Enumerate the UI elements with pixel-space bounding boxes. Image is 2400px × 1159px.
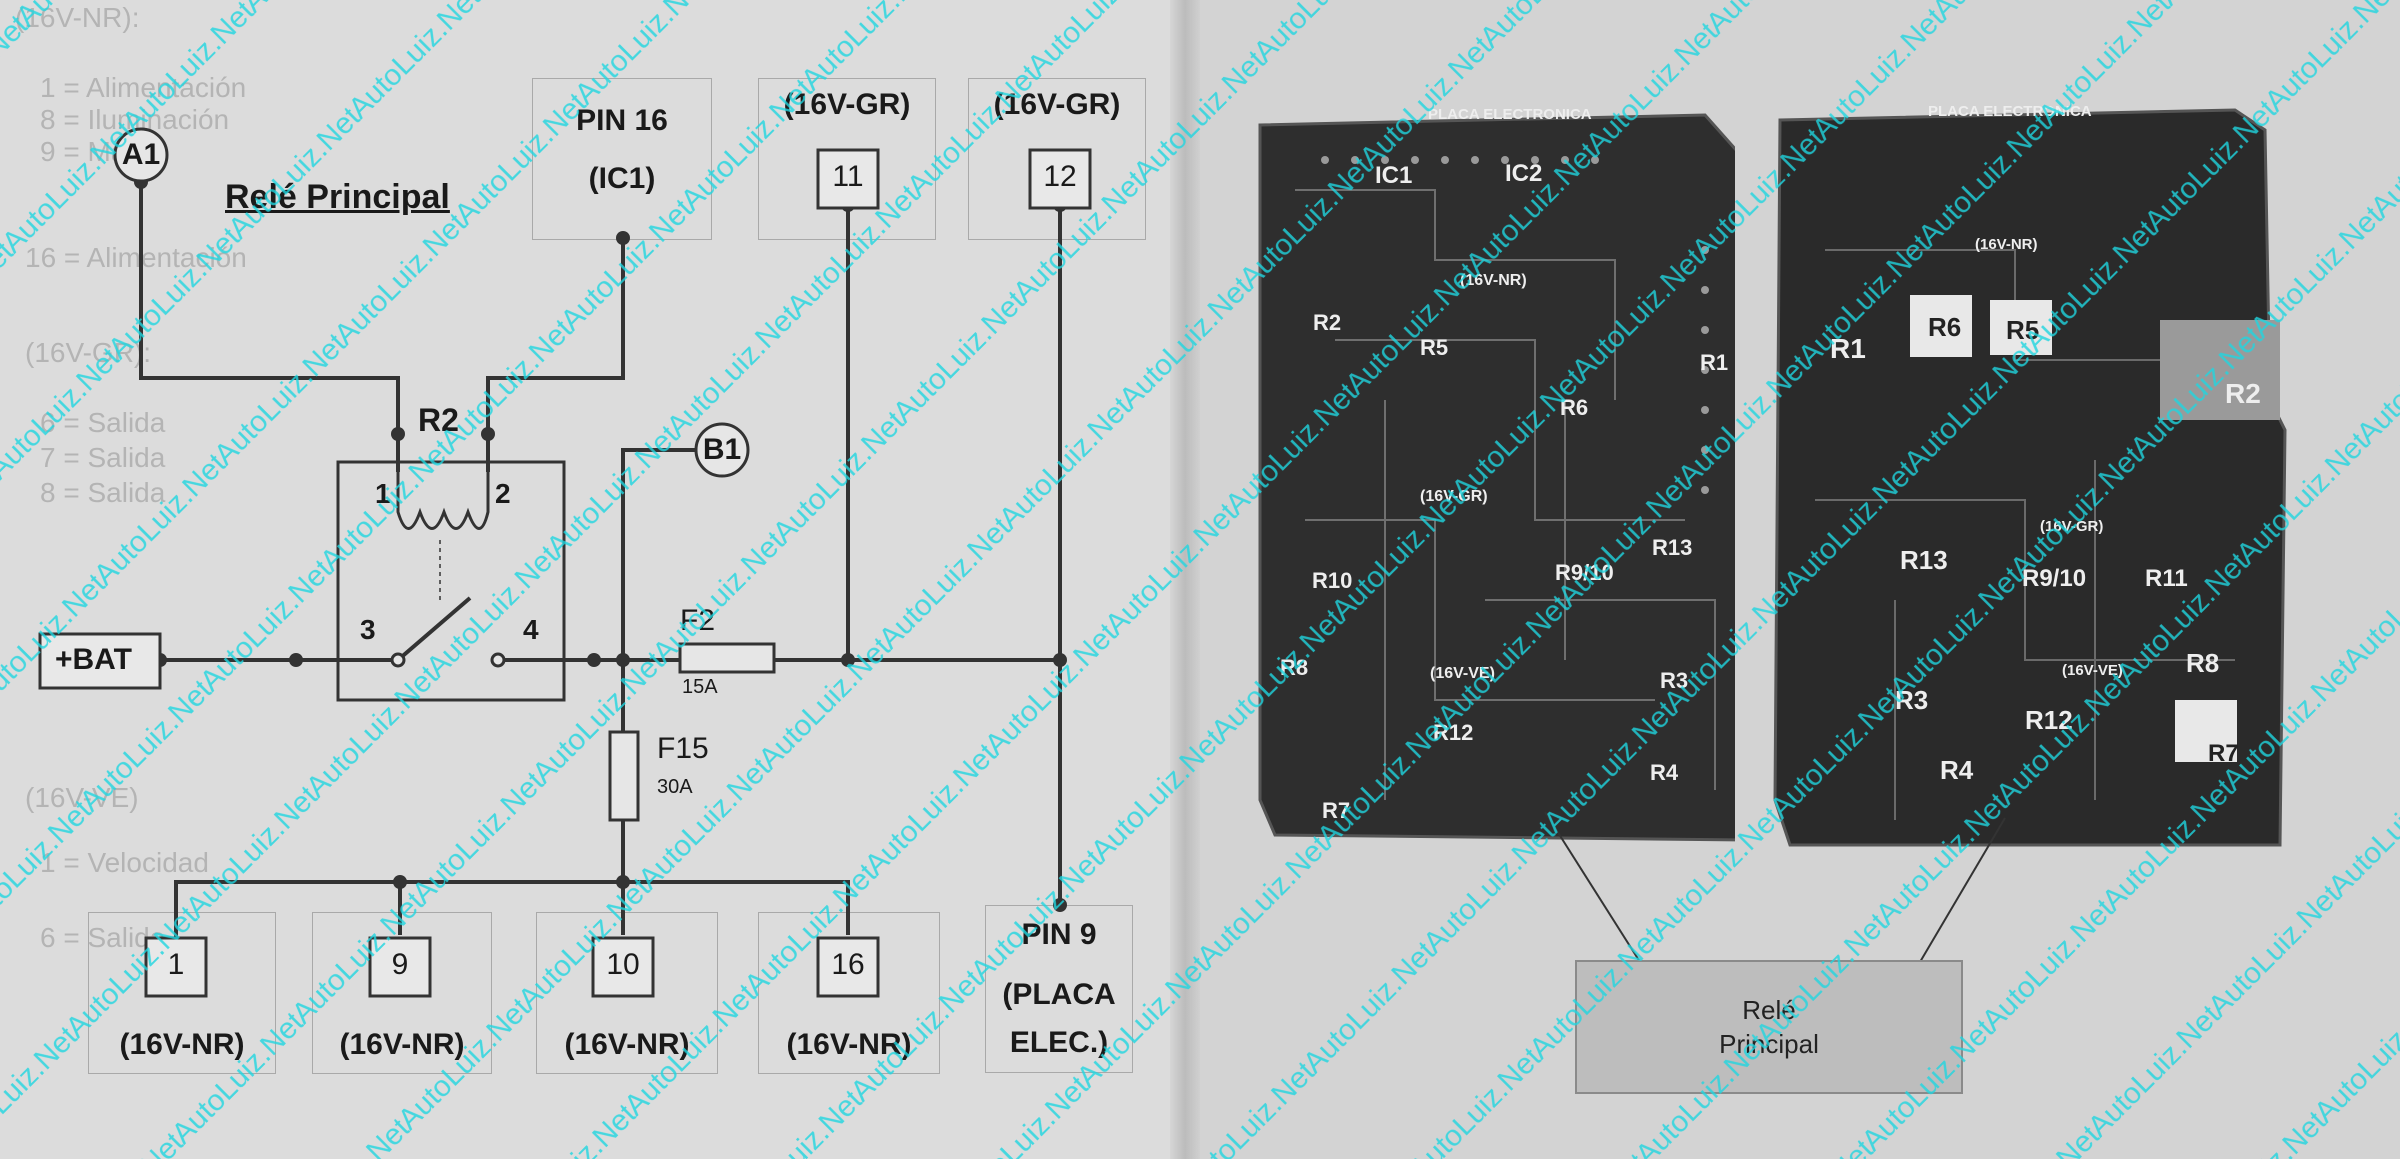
pcb-right-label: R12 <box>2025 705 2073 735</box>
pcb-right-label: R5 <box>2006 315 2040 345</box>
junction-dot <box>616 875 630 889</box>
switch-contact-icon <box>490 652 506 668</box>
pcb-left-label: IC1 <box>1375 162 1413 189</box>
fuse-f2-icon <box>678 642 776 674</box>
rele-principal-caption: Relé Principal <box>1575 960 1963 1094</box>
pcb-photo-left <box>1258 113 1735 842</box>
junction-dot <box>616 653 630 667</box>
junction-dot <box>481 427 495 441</box>
bottom-number-9: 9 <box>391 948 409 981</box>
junction-dot <box>841 653 855 667</box>
pcb-left-label: R6 <box>1560 395 1589 420</box>
pcb-left-label: R3 <box>1660 668 1689 693</box>
pcb-right-label: (16V-VE) <box>2062 662 2123 679</box>
pcb-left-label: R12 <box>1433 720 1474 745</box>
pcb-left-label: R4 <box>1650 760 1679 785</box>
relay-pin-4: 4 <box>523 614 539 645</box>
pcb-right-label: R11 <box>2145 565 2188 592</box>
pcb-right-header: PLACA ELECTRONICA <box>1928 103 2092 120</box>
fuse-f15-rating: 30A <box>657 776 693 798</box>
schematic-title: Relé Principal <box>225 178 450 216</box>
terminal-b1-label: B1 <box>702 433 742 466</box>
pin16-title: PIN 16 <box>576 104 668 137</box>
fuse-f2-rating: 15A <box>682 676 718 698</box>
pcb-left-label: R2 <box>1313 310 1342 335</box>
pcb-right-label: R3 <box>1895 685 1929 715</box>
switch-contact-icon <box>390 652 406 668</box>
pcb-left-label: R9/10 <box>1555 560 1614 585</box>
pcb-left-label: R5 <box>1420 335 1449 360</box>
relay-pin-1: 1 <box>375 478 391 509</box>
box11-number: 11 <box>832 160 864 193</box>
caption-line-1: Relé <box>1742 995 1796 1025</box>
junction-dot <box>393 875 407 889</box>
junction-dot <box>616 231 630 245</box>
bottom-label-1: (16V-NR) <box>119 1028 245 1061</box>
pcb-right-label: R6 <box>1928 312 1962 342</box>
box12-number: 12 <box>1043 160 1077 193</box>
pcb-right-label: R7 <box>2208 740 2239 767</box>
bottom-number-10: 10 <box>606 948 640 981</box>
junction-dot <box>587 653 601 667</box>
pin16-subtitle: (IC1) <box>588 162 656 195</box>
box11-title: (16V-GR) <box>783 88 911 121</box>
pcb-left-label: R1 <box>1700 350 1729 375</box>
pcb-left-label: (16V-NR) <box>1460 272 1527 289</box>
relay-pin-3: 3 <box>360 614 376 645</box>
junction-dot <box>391 427 405 441</box>
pin9-line2: (PLACA <box>1002 978 1116 1011</box>
pcb-left-label: R8 <box>1280 655 1309 680</box>
bottom-label-9: (16V-NR) <box>339 1028 465 1061</box>
pcb-right-label: R4 <box>1940 755 1974 785</box>
junction-dot <box>289 653 303 667</box>
pcb-left-label: (16V-VE) <box>1430 665 1495 682</box>
pcb-left-label: R10 <box>1312 568 1353 593</box>
pcb-right-label: (16V-NR) <box>1975 236 2038 253</box>
pcb-right-label: (16V-GR) <box>2040 518 2104 535</box>
pcb-left-label: R7 <box>1322 798 1351 823</box>
pcb-right-label: R9/10 <box>2022 565 2087 592</box>
pcb-right-label: R13 <box>1900 545 1948 575</box>
wire-a1 <box>139 182 400 472</box>
bat-label: +BAT <box>55 643 132 676</box>
wire-bottom-bus <box>174 880 850 938</box>
bottom-number-1: 1 <box>167 948 185 981</box>
terminal-a1-label: A1 <box>121 138 161 171</box>
fuse-f15-icon <box>608 730 640 822</box>
pcb-right-label: R2 <box>2225 378 2261 409</box>
relay-switch-icon <box>396 596 472 662</box>
relay-body <box>336 460 566 702</box>
relay-coil-icon <box>396 472 490 530</box>
fuse-f15-label: F15 <box>657 732 709 765</box>
pcb-left-header: PLACA ELECTRONICA <box>1428 106 1592 123</box>
bottom-number-16: 16 <box>831 948 865 981</box>
relay-label: R2 <box>418 402 459 438</box>
relay-pin-2: 2 <box>495 478 511 509</box>
pcb-left-label: R13 <box>1652 535 1693 560</box>
bottom-label-10: (16V-NR) <box>564 1028 690 1061</box>
caption-line-2: Principal <box>1719 1029 1819 1059</box>
wire-pin16 <box>486 238 625 472</box>
pcb-left-label: (16V-GR) <box>1420 488 1488 505</box>
junction-dot <box>1053 898 1067 912</box>
pcb-left-label: IC2 <box>1505 160 1543 187</box>
bottom-label-16: (16V-NR) <box>786 1028 912 1061</box>
pcb-right-label: R8 <box>2186 648 2220 678</box>
pin9-line3: ELEC.) <box>1009 1026 1109 1059</box>
box12-title: (16V-GR) <box>993 88 1121 121</box>
junction-dot <box>1053 653 1067 667</box>
pin9-line1: PIN 9 <box>1021 918 1097 951</box>
pcb-right-label: R1 <box>1830 333 1866 364</box>
fuse-f2-label: F2 <box>680 604 716 637</box>
